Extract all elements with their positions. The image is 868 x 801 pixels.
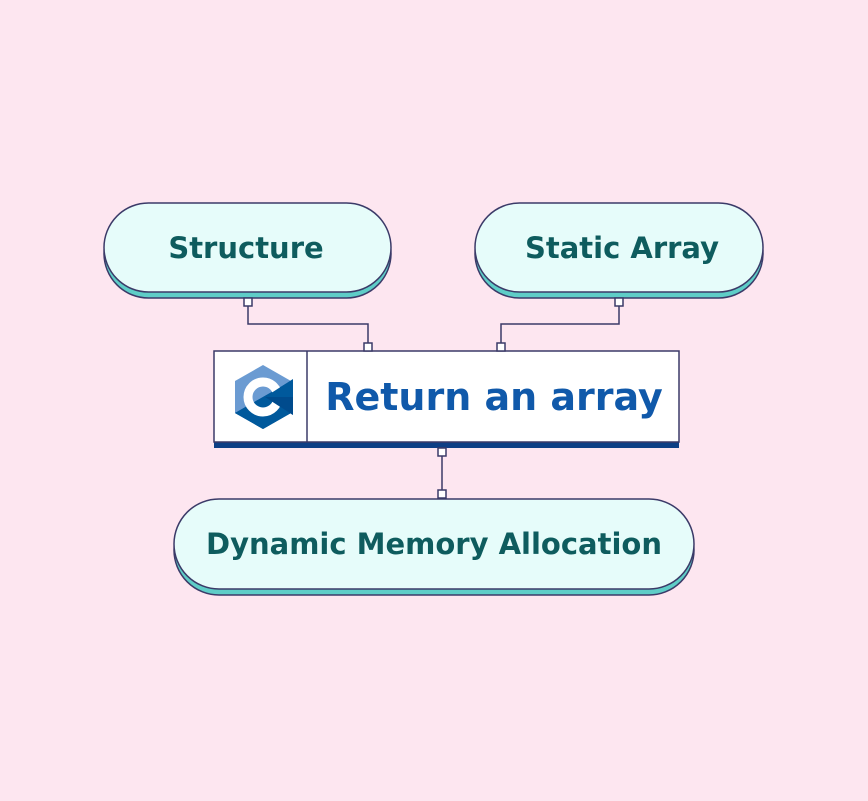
center-node: Return an array	[213, 350, 680, 448]
node-label: Static Array	[525, 231, 719, 265]
connector-handles	[243, 297, 624, 499]
connectors	[247, 302, 620, 494]
node-dynamic-memory-allocation: Dynamic Memory Allocation	[173, 498, 695, 596]
connector-static-array	[500, 302, 620, 346]
center-title: Return an array	[325, 375, 663, 419]
node-static-array: Static Array	[474, 202, 764, 299]
node-label: Structure	[168, 231, 323, 265]
c-language-logo-icon	[235, 365, 293, 429]
node-structure: Structure	[103, 202, 392, 299]
connector-structure	[247, 302, 369, 346]
node-label: Dynamic Memory Allocation	[206, 527, 662, 561]
